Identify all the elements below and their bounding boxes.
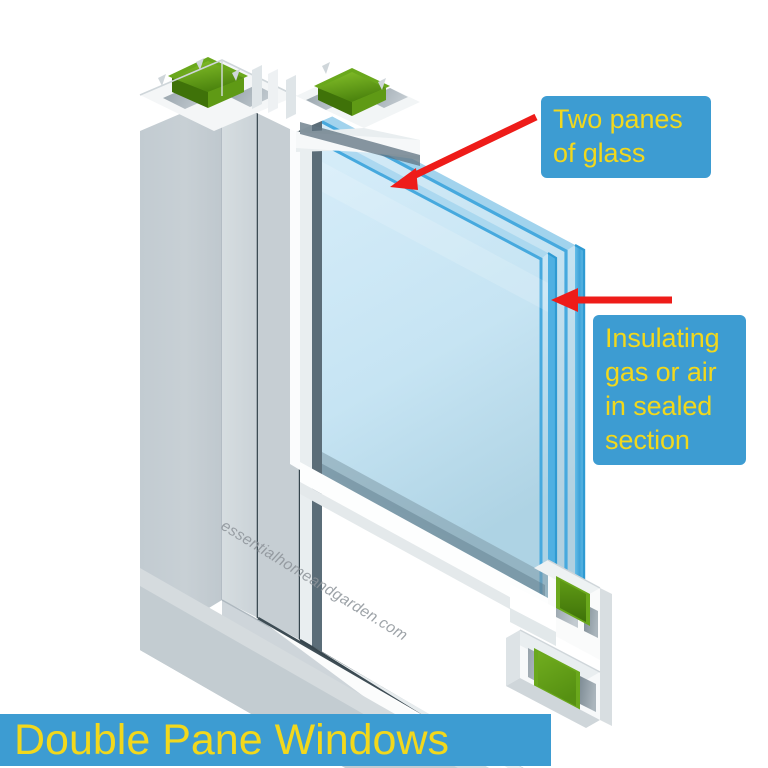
glass-inner-pane: [292, 122, 558, 607]
callout-insulating-gas-or-air: Insulating gas or air in sealed section: [593, 315, 746, 466]
page-title: Double Pane Windows: [14, 715, 450, 764]
title-banner: Double Pane Windows: [0, 714, 551, 766]
frame-head-profile: [139, 57, 420, 166]
glass-bottom-shadow: [300, 440, 548, 600]
arrow-two-panes: [390, 113, 538, 190]
arrow-insulating: [551, 288, 672, 312]
glazing-bead-runs: [290, 128, 548, 630]
frame-sill-profile-right: [506, 559, 612, 728]
callout-two-panes-of-glass: Two panes of glass: [541, 96, 711, 179]
